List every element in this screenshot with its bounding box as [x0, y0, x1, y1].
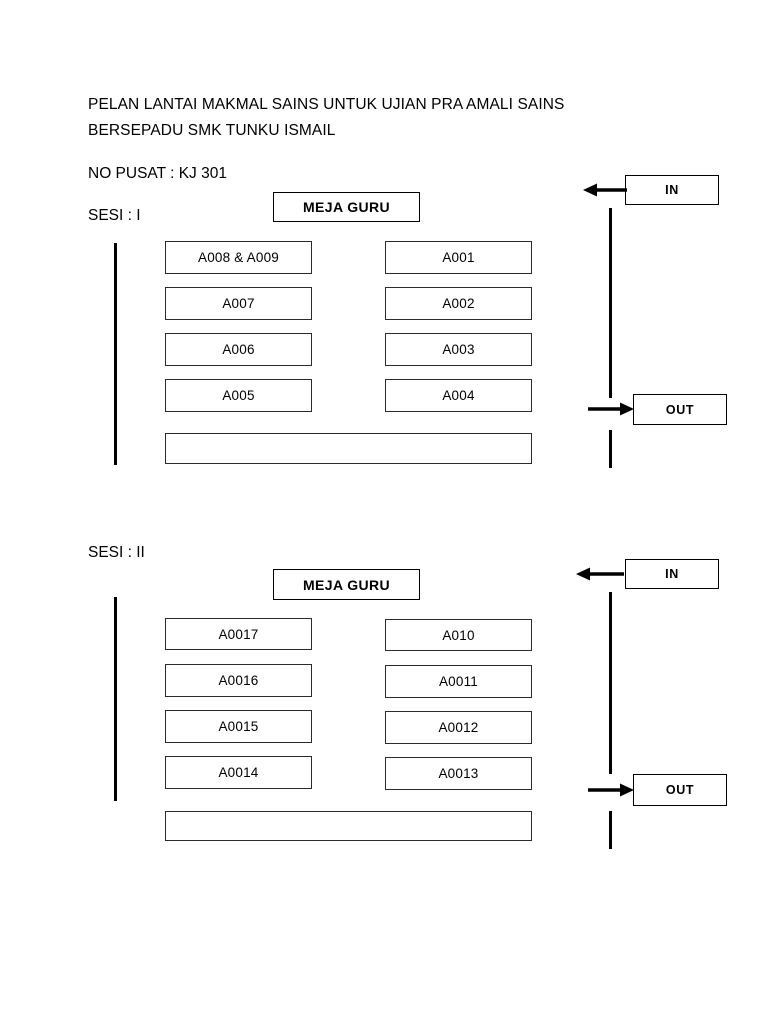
- seat-box: A0012: [385, 711, 532, 744]
- right-wall-lower-session-1: [609, 430, 612, 468]
- seat-box: A003: [385, 333, 532, 366]
- seat-box: A004: [385, 379, 532, 412]
- seat-box: A001: [385, 241, 532, 274]
- seat-box: A0015: [165, 710, 312, 743]
- session-2-label: SESI : II: [88, 544, 145, 561]
- seat-box: A0017: [165, 618, 312, 650]
- page-title: PELAN LANTAI MAKMAL SAINS UNTUK UJIAN PR…: [88, 92, 648, 144]
- teacher-desk-session-2: MEJA GURU: [273, 569, 420, 600]
- right-wall-session-2: [609, 592, 612, 774]
- right-wall-lower-session-2: [609, 811, 612, 849]
- bottom-bench-session-1: [165, 433, 532, 464]
- seat-box: A010: [385, 619, 532, 651]
- seat-box: A0013: [385, 757, 532, 790]
- right-wall-session-1: [609, 208, 612, 398]
- arrow-left-in-session-1: [583, 183, 627, 197]
- entrance-label-session-1: IN: [625, 175, 719, 205]
- seat-box: A0016: [165, 664, 312, 697]
- seat-box: A007: [165, 287, 312, 320]
- exit-label-session-2: OUT: [633, 774, 727, 806]
- title-line-2: BERSEPADU SMK TUNKU ISMAIL: [88, 122, 336, 139]
- seat-box: A005: [165, 379, 312, 412]
- arrow-right-out-session-1: [588, 402, 634, 416]
- seat-box: A008 & A009: [165, 241, 312, 274]
- teacher-desk-session-1: MEJA GURU: [273, 192, 420, 222]
- left-wall-session-2: [114, 597, 118, 801]
- seat-box: A0011: [385, 665, 532, 698]
- entrance-label-session-2: IN: [625, 559, 719, 589]
- centre-number: NO PUSAT : KJ 301: [88, 165, 227, 182]
- exit-label-session-1: OUT: [633, 394, 727, 425]
- session-1-label: SESI : I: [88, 207, 141, 224]
- bottom-bench-session-2: [165, 811, 532, 841]
- left-wall-session-1: [114, 243, 118, 465]
- title-line-1: PELAN LANTAI MAKMAL SAINS UNTUK UJIAN PR…: [88, 96, 565, 113]
- seat-box: A002: [385, 287, 532, 320]
- seat-box: A006: [165, 333, 312, 366]
- arrow-left-in-session-2: [576, 567, 624, 581]
- arrow-right-out-session-2: [588, 783, 634, 797]
- seat-box: A0014: [165, 756, 312, 789]
